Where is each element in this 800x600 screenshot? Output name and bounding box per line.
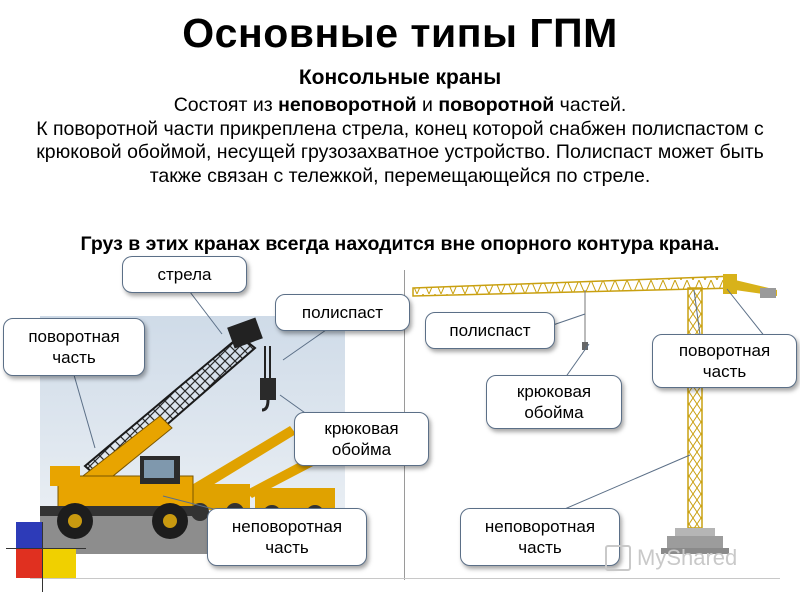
- callout-right-pulley: полиспаст: [425, 312, 555, 349]
- body-text: Состоят из неповоротной и поворотной час…: [20, 94, 780, 188]
- deco-square-yellow: [42, 548, 76, 578]
- callout-right-hook-block: крюковая обойма: [486, 375, 622, 429]
- watermark: MyShared: [605, 538, 765, 578]
- deco-vertical-line: [42, 522, 43, 592]
- watermark-text: MyShared: [637, 545, 738, 570]
- deco-square-red: [16, 548, 42, 578]
- body-line1-bold-fixed: неповоротной: [278, 94, 417, 116]
- callout-right-fixed-part: неповоротная часть: [460, 508, 620, 566]
- callout-left-hook-block: крюковая обойма: [294, 412, 429, 466]
- body-rest: К поворотной части прикреплена стрела, к…: [36, 117, 764, 187]
- body-line1-bold-rotating: поворотной: [438, 94, 555, 116]
- body-bold-conclusion: Груз в этих кранах всегда находится вне …: [80, 233, 720, 255]
- body-line1-pre: Состоят из: [173, 94, 279, 116]
- slide-subtitle: Консольные краны: [298, 66, 502, 89]
- ground-line: [30, 578, 780, 579]
- callout-left-fixed-part: неповоротная часть: [207, 508, 367, 566]
- callout-left-boom: стрела: [122, 256, 247, 293]
- callout-left-pulley: полиспаст: [275, 294, 410, 331]
- callout-left-rotating-part: поворотная часть: [3, 318, 145, 376]
- body-line1-post: частей.: [554, 94, 627, 116]
- watermark-logo-icon: [605, 545, 631, 571]
- callout-right-rotating-part: поворотная часть: [652, 334, 797, 388]
- deco-horizontal-line: [6, 548, 86, 549]
- body-line1-mid: и: [416, 94, 439, 116]
- slide-title: Основные типы ГПМ: [182, 10, 618, 56]
- deco-square-blue: [16, 522, 42, 548]
